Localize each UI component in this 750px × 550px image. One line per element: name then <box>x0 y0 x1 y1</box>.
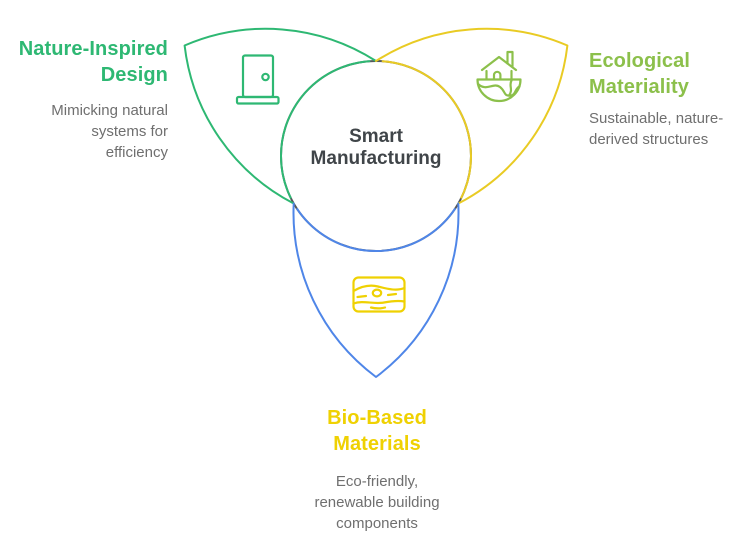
petal-title-nature-inspired-design: Nature-Inspired Design <box>18 38 168 86</box>
eco-house-icon <box>476 50 522 103</box>
center-circle-arc-green <box>280 60 371 199</box>
petal-title-bio-based-materials: Bio-Based Materials <box>327 407 427 455</box>
center-circle-arc-yellow <box>381 60 472 199</box>
wood-plank-icon <box>352 276 406 313</box>
petal-outline-ecological-materiality <box>375 27 569 205</box>
petal-description-nature-inspired-design: Mimicking natural systems for efficiency <box>51 102 168 161</box>
petal-outline-nature-inspired-design <box>183 27 377 205</box>
petal-description-ecological-materiality: Sustainable, nature-derived structures <box>589 110 724 148</box>
center-circle-arc-blue <box>296 208 456 252</box>
petal-title-ecological-materiality: Ecological Materiality <box>589 50 691 98</box>
petal-outline-bio-based-materials <box>292 202 460 378</box>
door-icon <box>235 54 280 105</box>
petal-description-bio-based-materials: Eco-friendly, renewable building compone… <box>314 473 440 532</box>
center-label: Smart Manufacturing <box>310 126 442 169</box>
